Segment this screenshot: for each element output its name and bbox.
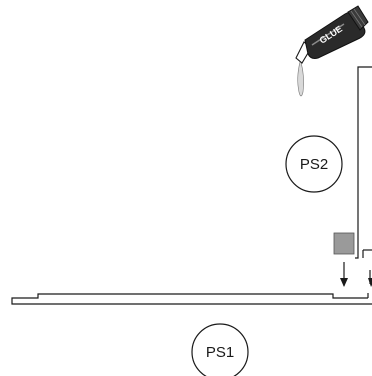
callout-ps1: PS1 xyxy=(191,323,249,376)
glue-tube-icon: GLUE xyxy=(295,5,369,97)
arrow-down-right-icon xyxy=(368,270,372,287)
panel-ps1 xyxy=(11,293,372,305)
arrow-down-icon xyxy=(340,262,348,287)
glue-area-square xyxy=(333,232,355,255)
callout-ps1-label: PS1 xyxy=(206,344,234,361)
panel-ps2 xyxy=(355,66,372,259)
callout-ps2: PS2 xyxy=(285,135,343,193)
callout-ps2-label: PS2 xyxy=(300,156,328,173)
